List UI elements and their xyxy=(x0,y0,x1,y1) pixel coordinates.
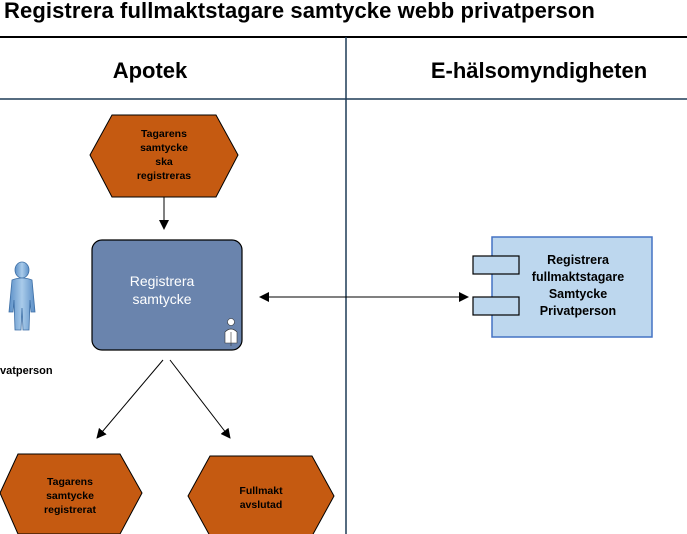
activity-label: Registrera samtycke xyxy=(129,273,195,307)
end-event-registered-hexagon xyxy=(0,453,143,534)
end-event-closed-hexagon xyxy=(187,455,335,534)
component-box xyxy=(491,236,653,338)
diagram-title: Registrera fullmaktstagare samtycke webb… xyxy=(4,0,595,23)
activity-box xyxy=(91,239,243,351)
user-task-icon xyxy=(224,318,238,346)
component-port-bottom xyxy=(472,296,520,316)
flow-arrow-to-end-closed xyxy=(169,359,231,439)
start-event-hexagon xyxy=(89,114,239,198)
flow-arrow-to-end-registered xyxy=(96,359,164,439)
lane-header-ehalsomyndigheten: E-hälsomyndigheten xyxy=(430,58,648,83)
end-event-registered-label: Tagarens samtycke registrerat xyxy=(44,476,96,516)
actor-label: vatperson xyxy=(0,365,53,377)
start-event-label: Tagarens samtycke ska registreras xyxy=(136,128,192,182)
lane-header-apotek: Apotek xyxy=(112,58,188,83)
component-port-top xyxy=(472,255,520,275)
person-icon xyxy=(8,261,36,331)
end-event-closed-label: Fullmakt avslutad xyxy=(239,485,283,511)
component-label: Registrera fullmaktstagare Samtycke Priv… xyxy=(531,253,625,318)
